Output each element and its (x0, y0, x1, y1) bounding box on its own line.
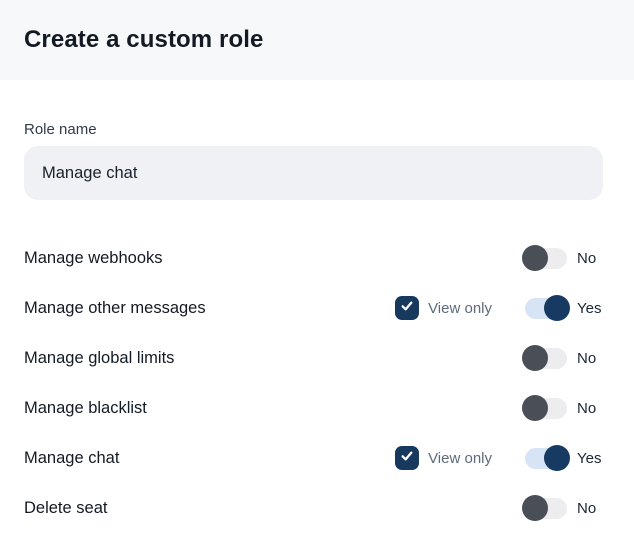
toggle-state-label: No (577, 249, 597, 267)
toggle-knob[interactable] (544, 295, 570, 321)
role-name-input[interactable] (24, 146, 603, 200)
row-controls: No (522, 395, 603, 421)
modal-body: Role name Manage webhooks No Manage othe… (0, 121, 634, 533)
permission-label: Manage other messages (24, 298, 206, 317)
permission-label: Manage webhooks (24, 248, 163, 267)
role-name-label: Role name (24, 121, 97, 138)
toggle-state-label: Yes (577, 299, 602, 317)
permission-row-manage-chat: Manage chat View only Yes (24, 433, 603, 483)
toggle-state-label: No (577, 399, 597, 417)
permission-toggle[interactable] (522, 245, 567, 271)
toggle-group: No (522, 245, 603, 271)
permissions-list: Manage webhooks No Manage other messages (24, 233, 603, 533)
permission-row-manage-other-messages: Manage other messages View only Yes (24, 283, 603, 333)
view-only-label: View only (428, 449, 492, 467)
checkmark-icon (399, 448, 415, 469)
toggle-state-label: Yes (577, 449, 602, 467)
permission-label: Manage global limits (24, 348, 175, 367)
permission-toggle[interactable] (522, 345, 567, 371)
row-controls: No (522, 345, 603, 371)
toggle-knob[interactable] (522, 495, 548, 521)
toggle-group: Yes (525, 445, 603, 471)
permission-toggle[interactable] (525, 445, 570, 471)
toggle-group: Yes (525, 295, 603, 321)
modal-header: Create a custom role (0, 0, 634, 80)
toggle-group: No (522, 495, 603, 521)
view-only-checkbox[interactable] (395, 446, 420, 470)
checkmark-icon (399, 298, 415, 319)
permission-toggle[interactable] (525, 295, 570, 321)
toggle-knob[interactable] (544, 445, 570, 471)
view-only-group: View only (395, 296, 492, 320)
permission-row-delete-seat: Delete seat No (24, 483, 603, 533)
toggle-state-label: No (577, 499, 597, 517)
row-controls: View only Yes (395, 295, 603, 321)
permission-toggle[interactable] (522, 495, 567, 521)
page-title: Create a custom role (24, 26, 264, 53)
row-controls: No (522, 245, 603, 271)
view-only-group: View only (395, 446, 492, 470)
toggle-group: No (522, 345, 603, 371)
view-only-checkbox[interactable] (395, 296, 420, 320)
permission-label: Delete seat (24, 498, 108, 517)
toggle-knob[interactable] (522, 245, 548, 271)
permission-toggle[interactable] (522, 395, 567, 421)
row-controls: View only Yes (395, 445, 603, 471)
row-controls: No (522, 495, 603, 521)
toggle-knob[interactable] (522, 345, 548, 371)
permission-row-manage-global-limits: Manage global limits No (24, 333, 603, 383)
permission-row-manage-blacklist: Manage blacklist No (24, 383, 603, 433)
toggle-knob[interactable] (522, 395, 548, 421)
permission-label: Manage chat (24, 448, 120, 467)
toggle-group: No (522, 395, 603, 421)
view-only-label: View only (428, 299, 492, 317)
permission-row-manage-webhooks: Manage webhooks No (24, 233, 603, 283)
toggle-state-label: No (577, 349, 597, 367)
permission-label: Manage blacklist (24, 398, 147, 417)
